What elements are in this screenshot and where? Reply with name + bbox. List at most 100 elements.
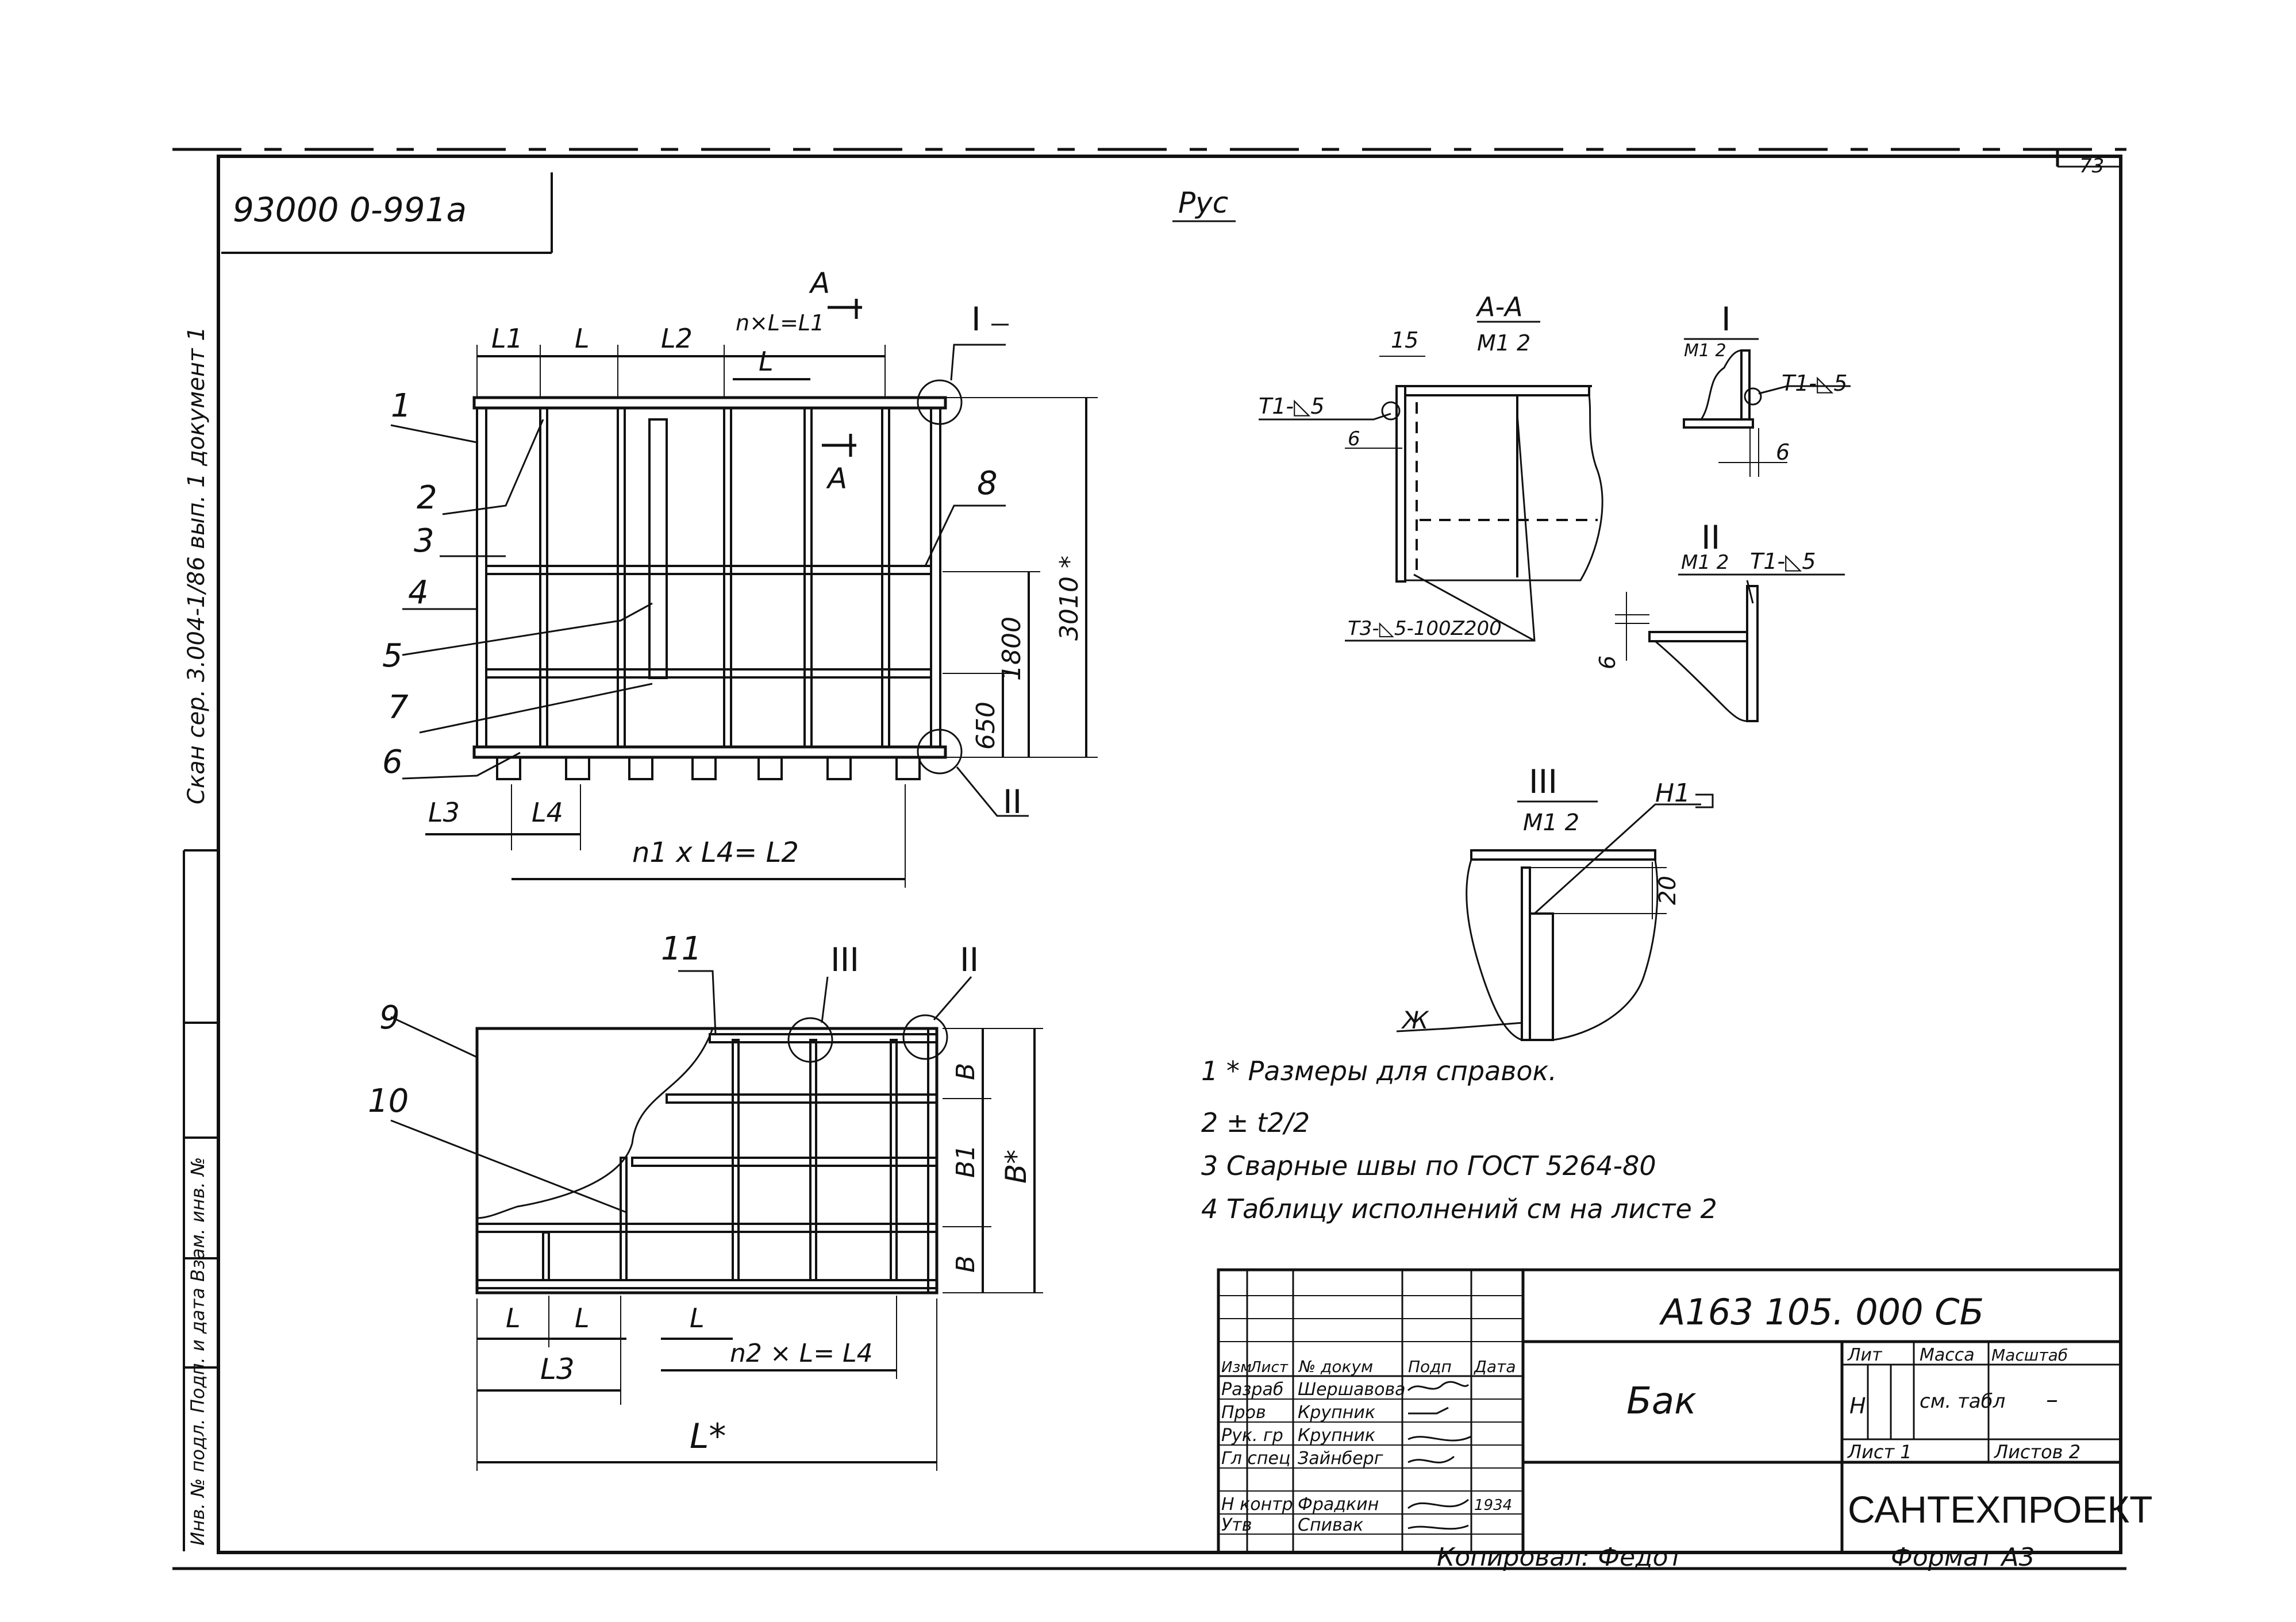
dim-b: B (951, 1063, 980, 1080)
section-a-mid: A (826, 462, 847, 495)
name-5: Спивак (1298, 1515, 1363, 1535)
callout-9: 9 (379, 999, 400, 1037)
front-view (390, 299, 1098, 888)
dim-b-star: B* (999, 1150, 1033, 1184)
organization: САНТЕХПРОЕКТ (1848, 1488, 2152, 1531)
detail-III-scale: М1 2 (1523, 810, 1579, 836)
detail-I-labels: I М1 2 Т1-◺5 6 (1684, 299, 1848, 465)
dim-l-b: L (575, 1303, 590, 1334)
name-3: Зайнберг (1298, 1448, 1383, 1469)
front-view-callouts: 1 2 3 4 5 7 6 8 (382, 387, 998, 781)
callout-2: 2 (417, 479, 437, 517)
callout-1: 1 (391, 387, 411, 425)
section-aa-dim6: 6 (1348, 427, 1360, 450)
hdr-podp: Подп (1408, 1357, 1452, 1376)
scale-value: – (2046, 1385, 2058, 1413)
lit-value: Н (1849, 1393, 1866, 1419)
node-III-label: III (830, 940, 859, 978)
top-mark: Рус (1178, 186, 1228, 219)
callout-10: 10 (368, 1082, 409, 1120)
plan-view (390, 970, 1043, 1471)
callout-11: 11 (661, 930, 702, 968)
dim-l-star: L* (690, 1416, 726, 1457)
plan-view-labels: 9 10 11 III II B B1 B* B L L L L3 n2 × L… (368, 930, 1033, 1457)
mass-value: см. табл (1920, 1390, 2005, 1413)
detail-I-dim6: 6 (1776, 440, 1790, 465)
front-view-dims: L1 L L2 n×L=L1 L A A 3010 * 1800 650 L3 … (428, 267, 1084, 869)
title-block (1217, 1268, 2122, 1554)
side-strip (183, 849, 218, 1551)
detail-I-scale: М1 2 (1684, 341, 1726, 361)
name-2: Крупник (1298, 1425, 1375, 1446)
name-4: Фрадкин (1298, 1494, 1379, 1515)
detail-I-weld: Т1-◺5 (1782, 371, 1848, 396)
hdr-izm: Изм (1221, 1359, 1252, 1376)
dim-l-a: L (506, 1303, 521, 1334)
sheet-frame (172, 148, 2126, 1570)
role-0: Разраб (1221, 1380, 1283, 1400)
node-II-plan-label: II (960, 940, 979, 978)
detail-II-title: II (1701, 518, 1720, 556)
page-number: 73 (2079, 155, 2104, 178)
role-3: Гл спец (1221, 1448, 1290, 1469)
lit-label: Лит (1847, 1345, 1883, 1365)
dim-nxl: n×L=L1 (736, 310, 824, 336)
section-aa (1259, 321, 1603, 642)
node-II-label: II (1003, 782, 1022, 820)
notes: 1 * Размеры для справок. 2 ± t2/2 3 Свар… (1201, 1055, 1717, 1224)
dim-b2: B (951, 1255, 980, 1273)
section-aa-weld2: Т3-◺5-100Z200 (1348, 617, 1502, 640)
detail-III-weld-bottom: Ж (1401, 1006, 1429, 1034)
name-0: Шершавова (1298, 1380, 1406, 1400)
side-text-2: Инв. № подл. Подп. и дата Взам. инв. № (187, 1157, 209, 1546)
dim-3010: 3010 * (1055, 556, 1084, 641)
detail-III-labels: III М1 2 Н1 20 Ж (1401, 762, 1690, 1034)
note-2: 2 ± t2/2 (1201, 1107, 1310, 1138)
dim-l4: L4 (532, 797, 563, 828)
callout-6: 6 (382, 743, 403, 781)
callout-7: 7 (388, 689, 409, 726)
dim-n2xl: n2 × L= L4 (730, 1339, 873, 1368)
hdr-data: Дата (1473, 1357, 1516, 1376)
product-name: Бак (1626, 1380, 1697, 1423)
dim-n1xl4: n1 x L4= L2 (632, 837, 799, 869)
section-aa-weld1: Т1-◺5 (1259, 394, 1325, 419)
detail-III (1396, 793, 1714, 1041)
note-3: 3 Сварные швы по ГОСТ 5264-80 (1201, 1150, 1656, 1181)
scale-label: Масштаб (1991, 1346, 2068, 1365)
dim-650: 650 (971, 702, 1001, 750)
copied-by: Копировал: Федот (1437, 1543, 1683, 1572)
section-aa-dim15: 15 (1391, 328, 1418, 353)
node-I-label: I (971, 299, 981, 338)
detail-II-dim6: 6 (1595, 656, 1620, 669)
dim-l: L (575, 323, 590, 354)
hdr-list: Лист (1249, 1359, 1289, 1376)
detail-II-weld: Т1-◺5 (1750, 549, 1816, 574)
dim-l-c: L (690, 1303, 705, 1334)
sheet-label: Лист 1 (1847, 1441, 1912, 1463)
note-4: 4 Таблицу исполнений см на листе 2 (1201, 1193, 1717, 1224)
title-block-text: А163 105. 000 СБ Бак САНТЕХПРОЕКТ Изм Ли… (1221, 1291, 2152, 1535)
dim-l3-plan: L3 (540, 1353, 575, 1386)
role-2: Рук. гр (1221, 1425, 1283, 1446)
role-1: Пров (1221, 1403, 1266, 1423)
dim-l2: L2 (661, 323, 693, 354)
section-a-top: A (809, 267, 830, 300)
callout-4: 4 (408, 574, 429, 611)
dim-l3: L3 (428, 797, 460, 828)
section-aa-labels: А-А М1 2 15 Т1-◺5 6 Т3-◺5-100Z200 (1259, 291, 1530, 640)
name-1: Крупник (1298, 1403, 1375, 1423)
detail-II-labels: II М1 2 Т1-◺5 6 (1595, 518, 1816, 669)
detail-I (1683, 338, 1851, 477)
callout-5: 5 (382, 637, 403, 675)
detail-II-scale: М1 2 (1681, 551, 1729, 574)
stamp-box (221, 172, 553, 254)
sheets-label: Листов 2 (1994, 1441, 2080, 1463)
dim-l1: L1 (491, 323, 523, 354)
section-aa-title: А-А (1475, 291, 1523, 322)
detail-I-title: I (1721, 299, 1731, 338)
callout-8: 8 (977, 465, 998, 502)
side-text-1: Скан сер. 3.004-1/86 вып. 1 документ 1 (183, 326, 210, 804)
dim-l-sub: L (759, 346, 774, 377)
